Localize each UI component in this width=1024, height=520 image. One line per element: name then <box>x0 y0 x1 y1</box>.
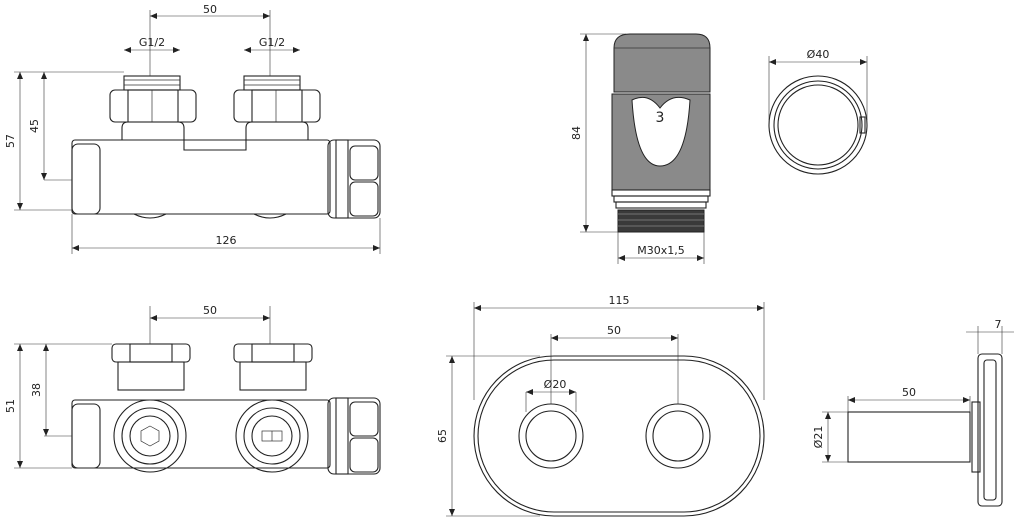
dim-length-sleeve: 50 <box>902 386 916 399</box>
dim-height-57: 57 <box>4 134 17 148</box>
dim-thickness-7: 7 <box>995 318 1002 331</box>
dim-diameter-40: Ø40 <box>807 48 830 61</box>
thermo-head-top-view: Ø40 <box>768 48 868 175</box>
dim-width-115: 115 <box>609 294 630 307</box>
thermo-head-side-view: 3 84 M30x1,5 <box>570 33 711 264</box>
valve-front-view: 50 51 38 <box>4 304 381 475</box>
dim-height-51: 51 <box>4 399 17 413</box>
dim-diameter-21: Ø21 <box>812 426 825 449</box>
dim-thread-right: G1/2 <box>259 36 285 49</box>
rosette-view: 115 50 Ø20 65 <box>436 294 765 517</box>
dim-height-45: 45 <box>28 119 41 133</box>
dim-thread-m30: M30x1,5 <box>637 244 685 257</box>
dim-thread-left: G1/2 <box>139 36 165 49</box>
dim-spacing-front: 50 <box>203 304 217 317</box>
dim-spacing-rosette: 50 <box>607 324 621 337</box>
setting-number: 3 <box>656 110 665 126</box>
valve-side-view: 50 G1/2 G1/2 57 45 126 <box>4 3 381 254</box>
dim-height-84: 84 <box>570 126 583 140</box>
dim-hole-20: Ø20 <box>544 378 567 391</box>
sleeve-view: 50 Ø21 7 <box>812 318 1014 507</box>
dim-height-65: 65 <box>436 429 449 443</box>
dim-height-38: 38 <box>30 383 43 397</box>
dim-length-126: 126 <box>216 234 237 247</box>
dim-spacing-top: 50 <box>203 3 217 16</box>
